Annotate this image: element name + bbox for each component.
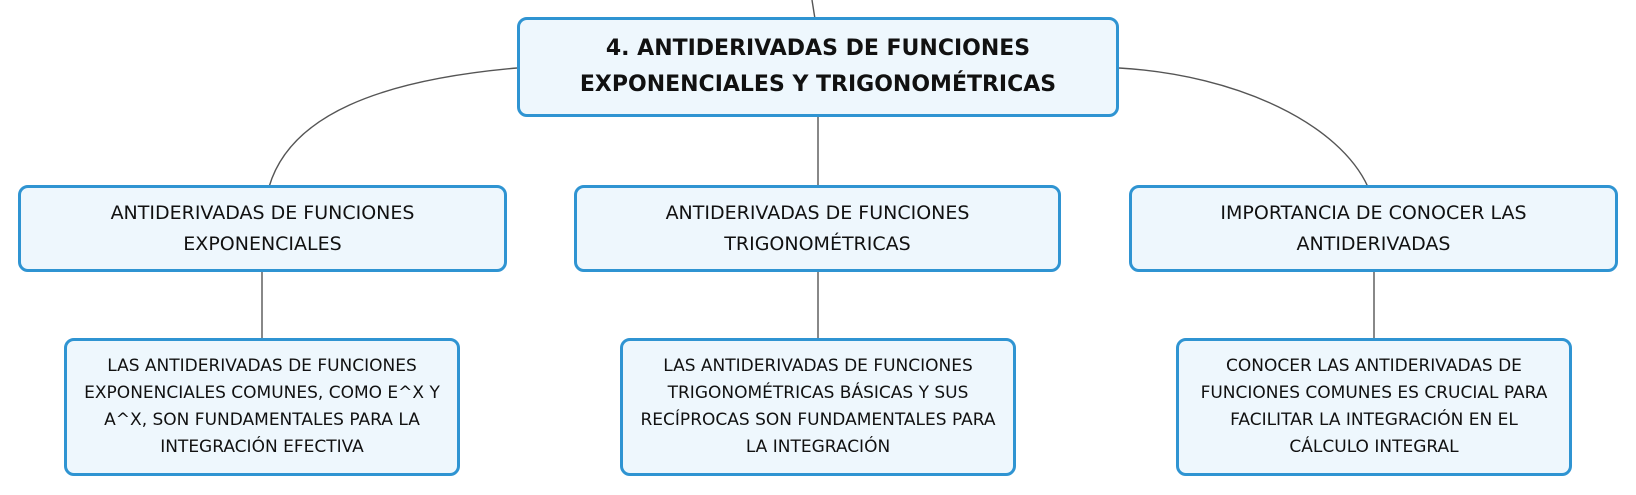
branch-node-exponenciales[interactable]: ANTIDERIVADAS DE FUNCIONES EXPONENCIALES [18,185,507,272]
root-node-title: 4. ANTIDERIVADAS DE FUNCIONES EXPONENCIA… [579,36,1057,97]
leaf-node-text: LAS ANTIDERIVADAS DE FUNCIONES EXPONENCI… [84,356,440,457]
connector-root-to-branch-1 [268,67,518,188]
branch-node-trigonometricas[interactable]: ANTIDERIVADAS DE FUNCIONES TRIGONOMÉTRIC… [574,185,1061,272]
branch-node-label: ANTIDERIVADAS DE FUNCIONES TRIGONOMÉTRIC… [665,201,970,255]
leaf-node-text: LAS ANTIDERIVADAS DE FUNCIONES TRIGONOMÉ… [640,356,996,457]
branch-node-label: IMPORTANCIA DE CONOCER LAS ANTIDERIVADAS [1220,201,1527,255]
leaf-node-exponenciales[interactable]: LAS ANTIDERIVADAS DE FUNCIONES EXPONENCI… [64,338,460,476]
branch-node-label: ANTIDERIVADAS DE FUNCIONES EXPONENCIALES [110,201,415,255]
root-node[interactable]: 4. ANTIDERIVADAS DE FUNCIONES EXPONENCIA… [517,17,1119,117]
connector-root-to-branch-3 [1118,67,1369,188]
leaf-node-trigonometricas[interactable]: LAS ANTIDERIVADAS DE FUNCIONES TRIGONOMÉ… [620,338,1016,476]
branch-node-importancia[interactable]: IMPORTANCIA DE CONOCER LAS ANTIDERIVADAS [1129,185,1618,272]
leaf-node-text: CONOCER LAS ANTIDERIVADAS DE FUNCIONES C… [1200,356,1548,457]
leaf-node-importancia[interactable]: CONOCER LAS ANTIDERIVADAS DE FUNCIONES C… [1176,338,1572,476]
